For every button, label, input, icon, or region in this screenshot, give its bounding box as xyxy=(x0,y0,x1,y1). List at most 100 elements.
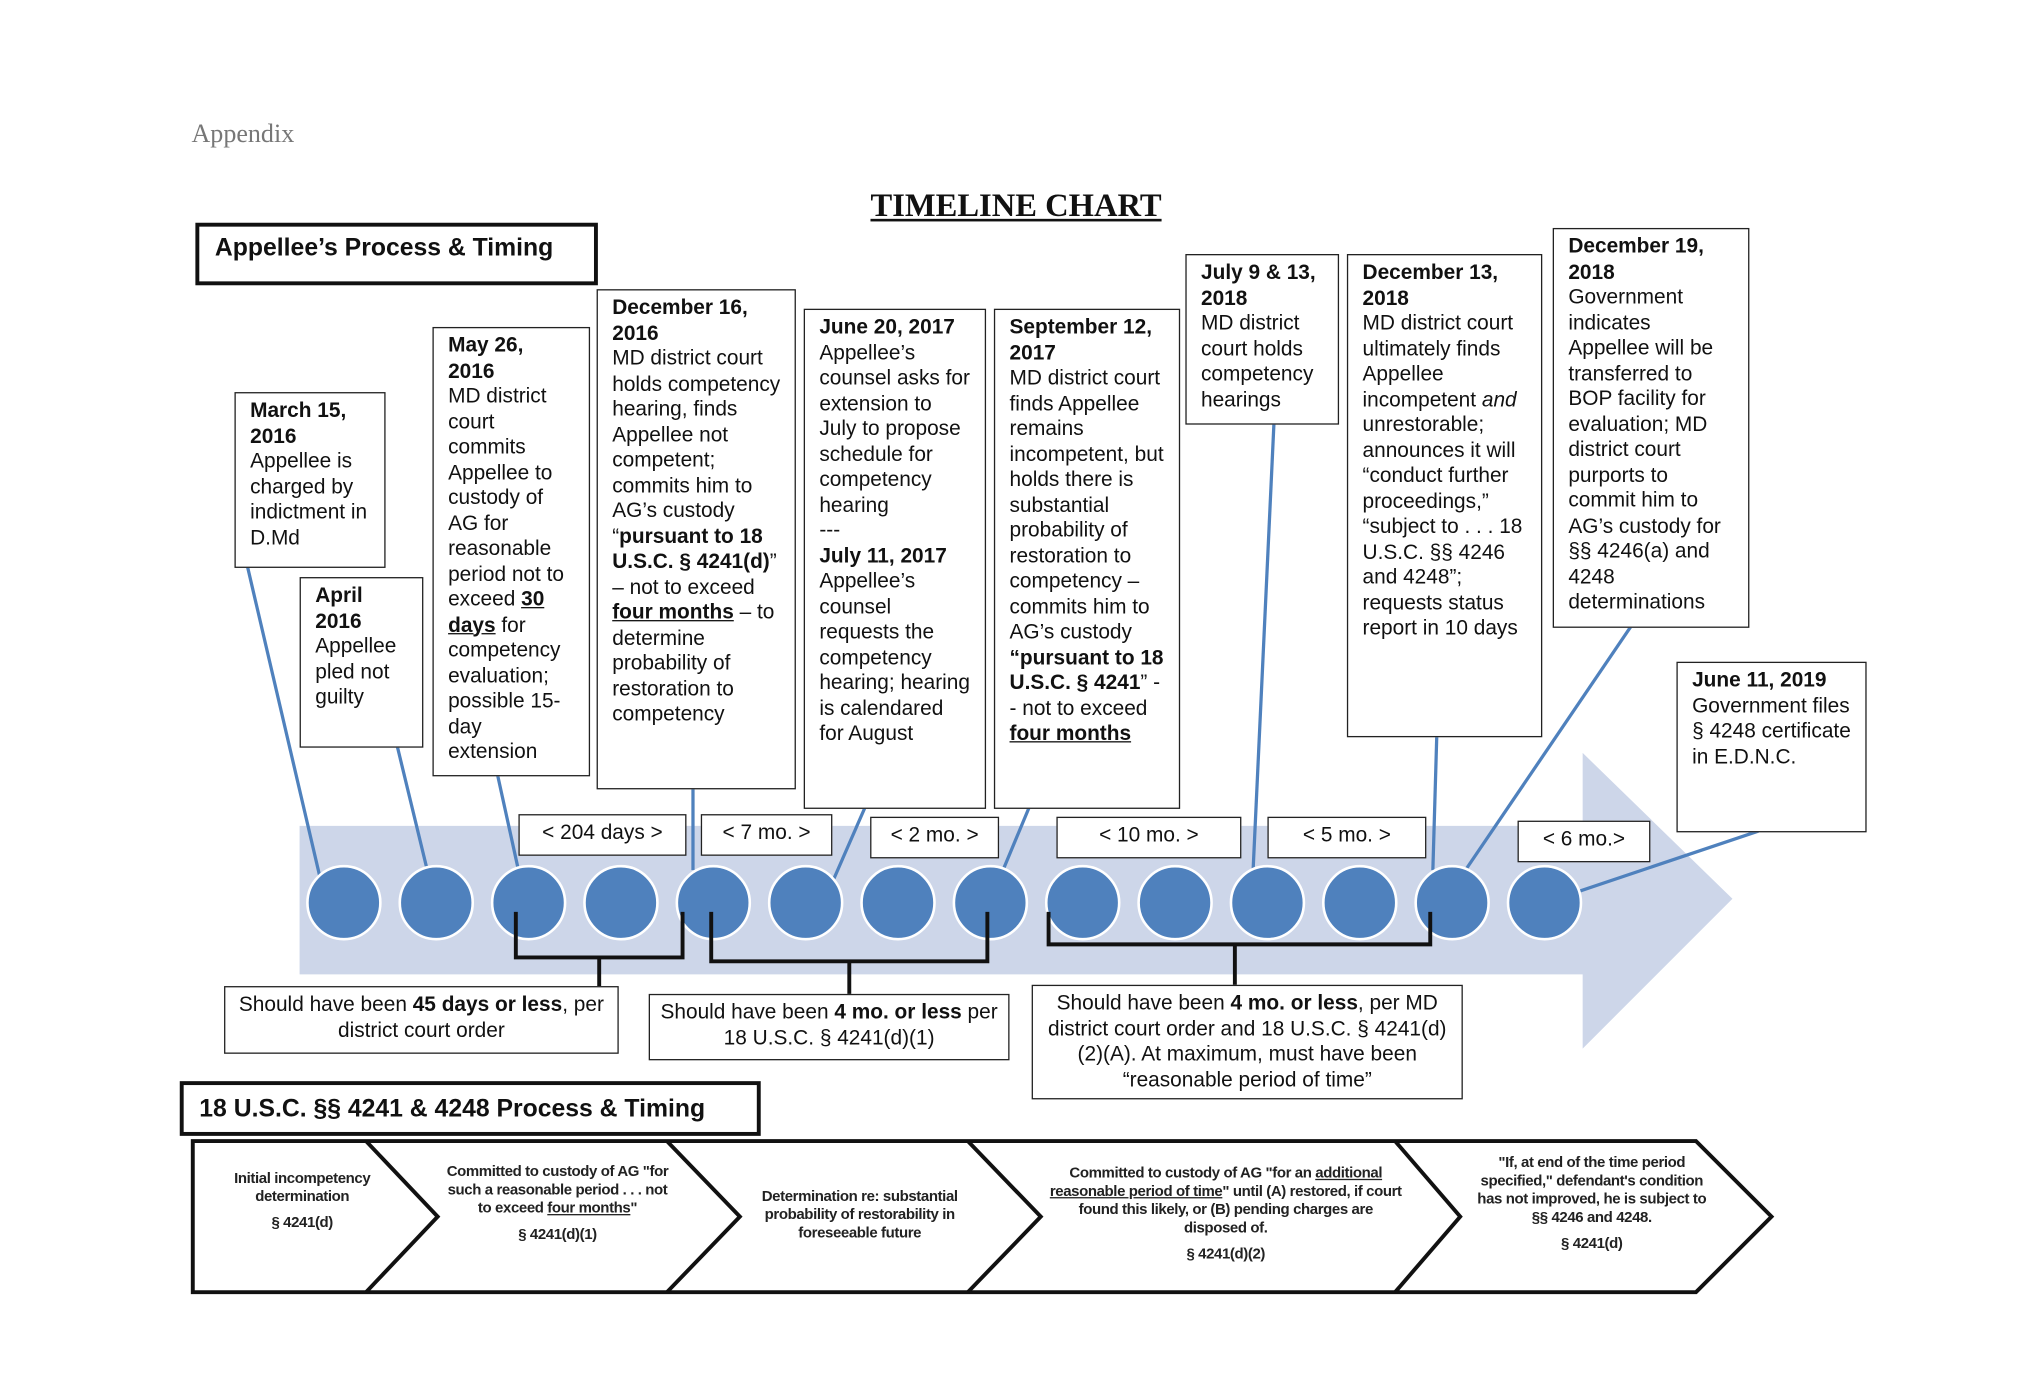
text-segment: " until (A) restored, if court found thi… xyxy=(1078,1184,1402,1237)
event-body: MD district court holds competency heari… xyxy=(1201,313,1313,411)
event-date: September 12, 2017 xyxy=(1009,316,1153,365)
duration-label: < 5 mo. > xyxy=(1267,816,1427,859)
connector-line xyxy=(496,774,521,871)
event-body: Appellee pled not guilty xyxy=(315,636,396,709)
text-segment: Appellee’s counsel asks for extension to… xyxy=(819,341,970,517)
text-segment: “pursuant to 18 U.S.C. § 4241 xyxy=(1009,646,1164,695)
text-segment: July 11, 2017 xyxy=(819,545,947,568)
timeline-dot xyxy=(675,864,752,941)
duration-label: < 204 days > xyxy=(518,814,687,856)
text-segment: 4 mo. or less xyxy=(1230,992,1358,1015)
text-segment: Appellee pled not guilty xyxy=(315,635,397,709)
text-segment: , per district court order xyxy=(337,993,604,1042)
step-text: Determination re: substantial probabilit… xyxy=(762,1189,958,1241)
event-date: July 9 & 13, 2018 xyxy=(1200,261,1316,310)
text-segment: Government files § 4248 certificate in E… xyxy=(1692,694,1851,768)
connector-line xyxy=(245,566,323,880)
text-segment: Should have been xyxy=(660,1001,835,1024)
appendix-label: Appendix xyxy=(191,119,295,149)
text-segment: --- xyxy=(819,519,841,542)
connector-line xyxy=(1464,625,1633,872)
event-body: MD district court commits Appellee to cu… xyxy=(448,386,564,764)
step-citation: § 4241(d)(1) xyxy=(518,1227,597,1243)
process-step: Committed to custody of AG "for an addit… xyxy=(1046,1165,1406,1264)
event-date: May 26, 2016 xyxy=(448,334,524,383)
text-segment: ” – not to exceed xyxy=(612,550,777,599)
step-citation: § 4241(d) xyxy=(1561,1236,1623,1252)
process-chevrons xyxy=(190,1139,1775,1295)
text-segment: four months xyxy=(547,1200,631,1217)
text-segment: Appellee is charged by indictment in D.M… xyxy=(250,450,368,550)
timeline-dot xyxy=(1137,864,1213,941)
step-text: Committed to custody of AG "for an addit… xyxy=(1050,1166,1402,1236)
event-body: MD district court ultimately finds Appel… xyxy=(1363,313,1523,640)
text-segment: unrestorable; announces it will “conduct… xyxy=(1362,414,1523,640)
bracket-4-mo-first xyxy=(709,911,990,1001)
connector-line xyxy=(1251,423,1276,871)
timeline-dot xyxy=(1414,864,1490,941)
text-segment: Committed to custody of AG "for such a r… xyxy=(446,1164,669,1217)
text-segment: " xyxy=(630,1200,638,1217)
text-segment: Appellee’s counsel requests the competen… xyxy=(819,570,970,746)
appellee-process-header: Appellee’s Process & Timing xyxy=(195,222,598,286)
event-date: April 2016 xyxy=(315,584,363,633)
deadline-note: Should have been 45 days or less, per di… xyxy=(224,986,619,1054)
timeline-dot xyxy=(583,864,659,941)
process-step: Committed to custody of AG "for such a r… xyxy=(443,1163,672,1244)
timeline-dot xyxy=(1229,864,1306,941)
statute-process-header: 18 U.S.C. §§ 4241 & 4248 Process & Timin… xyxy=(179,1081,761,1136)
event-body: Government indicates Appellee will be tr… xyxy=(1568,287,1721,614)
event-body: Appellee’s counsel asks for extension to… xyxy=(819,342,970,745)
text-segment: Determination re: substantial probabilit… xyxy=(761,1189,958,1242)
timeline-dot xyxy=(952,864,1029,941)
text-segment: for competency evaluation; possible 15-d… xyxy=(448,614,561,764)
process-step: "If, at end of the time period specified… xyxy=(1477,1154,1706,1253)
timeline-dot xyxy=(398,864,475,941)
text-segment: MD district court ultimately finds Appel… xyxy=(1362,312,1514,411)
timeline-dot xyxy=(1506,864,1583,941)
step-text: Committed to custody of AG "for such a r… xyxy=(447,1165,669,1217)
timeline-dot xyxy=(1322,864,1398,941)
event-body: MD district court finds Appellee remains… xyxy=(1010,367,1164,745)
text-segment: "If, at end of the time period specified… xyxy=(1477,1155,1707,1226)
connector-line xyxy=(832,806,867,880)
duration-label: < 10 mo. > xyxy=(1056,816,1242,859)
connector-line xyxy=(1575,829,1760,894)
event-date: June 11, 2019 xyxy=(1692,669,1827,692)
timeline-dot xyxy=(490,864,567,941)
event-body: Appellee is charged by indictment in D.M… xyxy=(250,451,367,549)
text-segment: pursuant to 18 U.S.C. § 4241(d) xyxy=(612,525,770,574)
connector-line xyxy=(1431,735,1439,871)
event-date: December 13, 2018 xyxy=(1362,261,1499,310)
text-segment: ” -- not to exceed xyxy=(1009,672,1161,720)
text-segment: 4 mo. or less xyxy=(834,1001,962,1024)
process-step: Initial incompetency determination§ 4241… xyxy=(216,1170,388,1233)
text-segment: and xyxy=(1481,388,1517,411)
timeline-dot xyxy=(767,864,844,941)
text-segment: Should have been xyxy=(1056,992,1231,1015)
process-step: Determination re: substantial probabilit… xyxy=(745,1188,974,1243)
text-segment: 45 days or less xyxy=(412,993,563,1017)
duration-label: < 2 mo. > xyxy=(870,816,1000,859)
connector-line xyxy=(395,746,429,871)
text-segment: MD district court commits Appellee to cu… xyxy=(448,385,564,611)
text-segment: four months xyxy=(1009,722,1132,746)
text-segment: , per MD district court order and 18 U.S… xyxy=(1047,992,1447,1091)
text-segment: MD district court holds competency heari… xyxy=(1200,312,1314,411)
text-segment: Committed to custody of AG "for an xyxy=(1069,1165,1316,1182)
event-date: December 16, 2016 xyxy=(612,296,748,345)
duration-label: < 6 mo.> xyxy=(1517,820,1651,863)
text-segment: 30 days xyxy=(448,588,545,637)
duration-label: < 7 mo. > xyxy=(700,814,833,856)
step-citation: § 4241(d) xyxy=(271,1215,333,1231)
deadline-note: Should have been 4 mo. or less per 18 U.… xyxy=(648,993,1010,1061)
